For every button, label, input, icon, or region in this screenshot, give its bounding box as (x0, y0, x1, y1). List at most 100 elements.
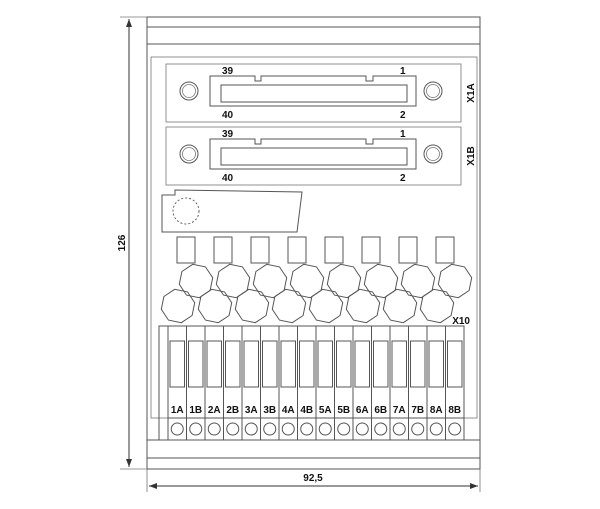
mounting-hole (179, 144, 199, 164)
screw-icon (170, 422, 184, 436)
relay-cap (289, 263, 325, 299)
terminal-1b: 1B (186, 326, 204, 440)
terminal-7a: 7A (389, 326, 407, 440)
relay-cap (363, 263, 399, 299)
relay-cap (215, 263, 251, 299)
width-label: 92,5 (303, 473, 323, 484)
terminal-label: 8A (430, 405, 443, 416)
relay-cap (326, 263, 362, 299)
terminal-lever (169, 340, 185, 388)
terminal-label: 1B (189, 405, 202, 416)
connector-shell (209, 138, 417, 170)
relay-cap (160, 288, 196, 324)
terminal-label: 5A (319, 405, 332, 416)
terminal-label: 2A (208, 405, 221, 416)
terminal-lever (317, 340, 333, 388)
terminal-lever (280, 340, 296, 388)
screw-icon (337, 422, 351, 436)
led-indicator (176, 236, 196, 264)
height-label: 126 (117, 234, 128, 251)
terminal-label: 6B (374, 405, 387, 416)
terminal-2a: 2A (204, 326, 222, 440)
relay-cap (382, 288, 418, 324)
terminal-lever (447, 340, 463, 388)
pin-label: 40 (222, 173, 234, 184)
terminal-label: 7B (411, 405, 424, 416)
screw-icon (300, 422, 314, 436)
screw-icon (411, 422, 425, 436)
terminal-label: 5B (337, 405, 350, 416)
terminal-lever (188, 340, 204, 388)
pin-label: 39 (222, 66, 234, 77)
dimension-width: 92,5 (146, 469, 481, 492)
relay-cap (308, 288, 344, 324)
screw-icon (207, 422, 221, 436)
screw-icon (226, 422, 240, 436)
terminal-lever (410, 340, 426, 388)
screw-icon (189, 422, 203, 436)
relay-cover (161, 189, 303, 233)
relay-cap (197, 288, 233, 324)
terminal-label: 4B (300, 405, 313, 416)
terminal-label: 3B (263, 405, 276, 416)
screw-icon (429, 422, 443, 436)
terminal-label: 6A (356, 405, 369, 416)
mounting-hole (423, 81, 443, 101)
relay-cap (400, 263, 436, 299)
relay-cap (345, 288, 381, 324)
led-indicator (324, 236, 344, 264)
terminal-6b: 6B (371, 326, 389, 440)
screw-icon (244, 422, 258, 436)
pin-label: 2 (400, 110, 406, 121)
relay-cap (271, 288, 307, 324)
terminal-1a: 1A (169, 340, 185, 436)
terminal-label: 3A (245, 405, 258, 416)
terminal-8b: 8B (445, 326, 463, 440)
terminal-2b: 2B (223, 326, 241, 440)
terminal-3a: 3A (241, 326, 259, 440)
screw-icon (392, 422, 406, 436)
terminal-label: 4A (282, 405, 295, 416)
terminal-lever (428, 340, 444, 388)
terminal-lever (299, 340, 315, 388)
screw-icon (448, 422, 462, 436)
terminal-7b: 7B (408, 326, 426, 440)
terminal-lever (243, 340, 259, 388)
relay-cap (234, 288, 270, 324)
mounting-hole (179, 81, 199, 101)
screw-icon (318, 422, 332, 436)
terminal-5a: 5A (315, 326, 333, 440)
led-indicator (287, 236, 307, 264)
connector-label: X1B (466, 146, 477, 165)
relay-cap (437, 263, 473, 299)
terminal-3b: 3B (260, 326, 278, 440)
terminal-lever (391, 340, 407, 388)
relay-cap (419, 288, 455, 324)
connector-slot (220, 147, 408, 166)
connector-shell (209, 75, 417, 107)
led-indicator (250, 236, 270, 264)
terminal-6a: 6A (352, 326, 370, 440)
terminal-label: 1A (171, 405, 184, 416)
screw-icon (374, 422, 388, 436)
terminal-lever (373, 340, 389, 388)
led-indicator (361, 236, 381, 264)
terminal-lever (336, 340, 352, 388)
connector-slot (220, 84, 408, 103)
terminal-4a: 4A (278, 326, 296, 440)
pin-label: 39 (222, 129, 234, 140)
dimension-height: 126 (117, 16, 147, 470)
terminal-block-label: X10 (452, 316, 470, 327)
screw-icon (355, 422, 369, 436)
terminal-4b: 4B (297, 326, 315, 440)
pin-label: 1 (400, 129, 406, 140)
relay-cap (178, 263, 214, 299)
terminal-label: 2B (226, 405, 239, 416)
terminal-5b: 5B (334, 326, 352, 440)
pin-label: 1 (400, 66, 406, 77)
